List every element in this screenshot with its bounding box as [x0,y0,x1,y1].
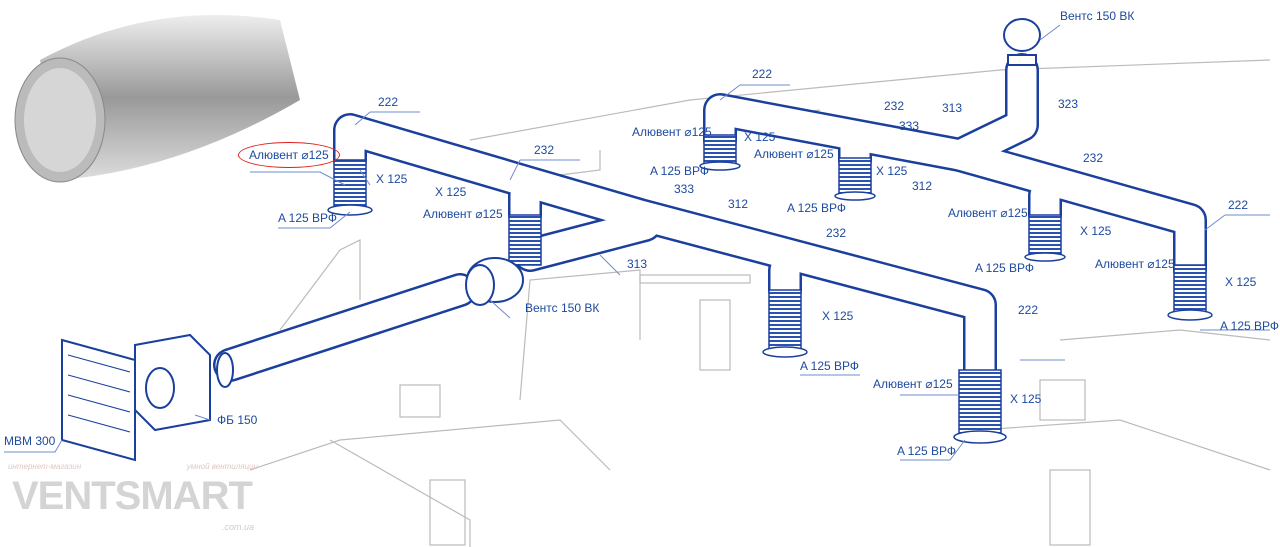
label-a125-vrf: A 125 ВРФ [787,201,847,215]
label-232: 232 [534,143,555,157]
label-a125-vrf: A 125 ВРФ [897,444,957,458]
label-x125: X 125 [1010,392,1042,406]
label-a125-vrf: A 125 ВРФ [800,359,860,373]
label-aluvent: Алювент ⌀125 [632,125,712,139]
label-232: 232 [1083,151,1104,165]
label-x125: X 125 [876,164,908,178]
label-vents-150vk-top: Вентс 150 ВК [1060,9,1135,23]
label-313: 313 [942,101,963,115]
label-333: 333 [674,182,695,196]
label-aluvent: Алювент ⌀125 [948,206,1028,220]
label-x125: X 125 [376,172,408,186]
label-232: 232 [826,226,847,240]
label-mbm300: MBM 300 [4,434,56,448]
label-a125-vrf: A 125 ВРФ [1220,319,1280,333]
label-aluvent: Алювент ⌀125 [423,207,503,221]
fans-and-grille [61,18,1041,462]
label-aluvent: Алювент ⌀125 [873,377,953,391]
aluminum-flex-duct-image [14,15,300,183]
flexible-ducts [327,134,1213,444]
label-313: 313 [627,257,648,271]
logo-tagline-right: умной вентиляции [186,462,258,471]
logo-brand: VENTSMART [12,474,253,518]
label-222: 222 [752,67,773,81]
label-222: 222 [1228,198,1249,212]
leader-lines [4,24,1270,461]
label-222: 222 [378,95,399,109]
label-aluvent-highlighted: Алювент ⌀125 [238,142,340,168]
label-a125-vrf: A 125 ВРФ [650,164,710,178]
label-aluvent: Алювент ⌀125 [1095,257,1175,271]
label-232: 232 [884,99,905,113]
logo-domain: .com.ua [221,522,254,532]
label-x125: X 125 [1080,224,1112,238]
label-323: 323 [1058,97,1079,111]
label-x125: X 125 [435,185,467,199]
label-312: 312 [728,197,749,211]
label-333: 333 [899,119,920,133]
label-222: 222 [1018,303,1039,317]
label-a125-vrf: A 125 ВРФ [278,211,338,225]
ventsmart-logo: интернет-магазин умной вентиляции VENTSM… [8,462,258,542]
label-x125: X 125 [822,309,854,323]
label-vents-150vk-mid: Вентс 150 ВК [525,301,600,315]
label-312: 312 [912,179,933,193]
room-sketch [249,59,1271,547]
label-x125: X 125 [744,130,776,144]
label-fb150: ФБ 150 [217,413,258,427]
rigid-ducts [213,53,1207,407]
label-x125: X 125 [1225,275,1257,289]
logo-tagline-left: интернет-магазин [8,462,82,471]
label-aluvent: Алювент ⌀125 [754,147,834,161]
label-a125-vrf: A 125 ВРФ [975,261,1035,275]
